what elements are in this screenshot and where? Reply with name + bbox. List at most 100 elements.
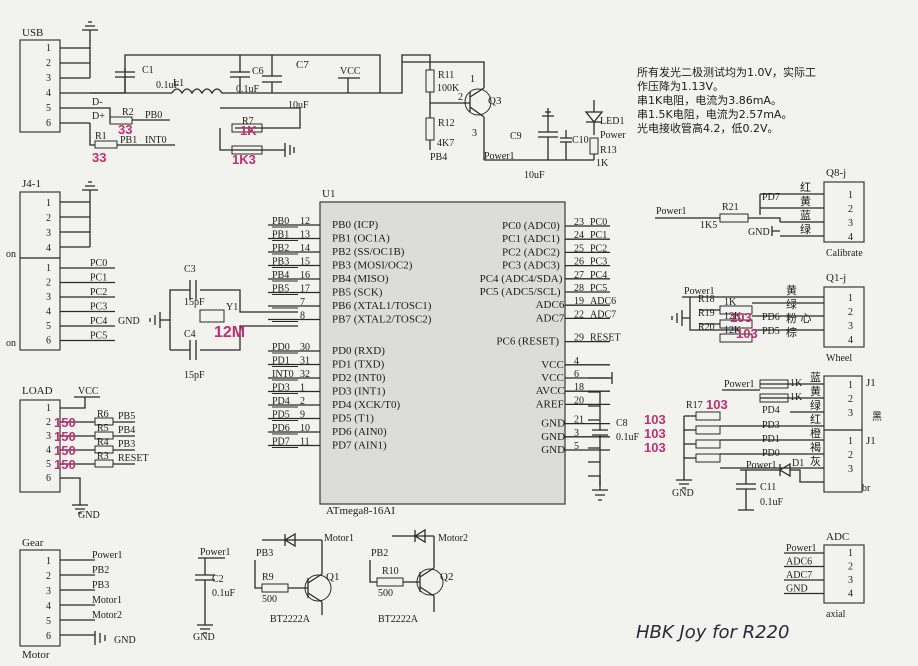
r19-net: PD6 [762, 312, 780, 323]
r11-r12-wire [429, 92, 470, 118]
gear-signal-name: GND [114, 635, 136, 646]
load-resistor-ref: R6 [97, 409, 109, 420]
adc-body [823, 544, 865, 604]
mcu-left-pin-net: PB1 [272, 230, 289, 241]
mcu-right-pin-num: 23 [574, 217, 584, 228]
mcu-right-pin-net: PC1 [590, 230, 607, 241]
r7-annotation-b: 1K3 [232, 152, 256, 167]
y1-ref: Y1 [226, 302, 238, 313]
c6-ref: C6 [252, 66, 264, 77]
c2-symbol [195, 557, 225, 634]
r7b-body [231, 145, 263, 155]
c9-value: 10uF [524, 170, 545, 181]
j4-title: J4-1 [22, 178, 41, 190]
load-gnd: GND [78, 510, 100, 521]
gear-footer: Motor [22, 649, 50, 661]
usb-pin-3: 3 [46, 73, 51, 84]
c11-symbol [736, 470, 756, 511]
mcu-left-pin-name: PD0 (RXD) [332, 345, 385, 357]
mcu-right-pin-name: PC6 (RESET) [496, 336, 559, 348]
c11-ref: C11 [760, 482, 776, 493]
usb-pin-4: 4 [46, 88, 51, 99]
mcu-right-pin-net: PC2 [590, 243, 607, 254]
d1-ref: D1 [792, 458, 804, 469]
j4-signal-name: PC4 [90, 316, 107, 327]
r12-net: PB4 [430, 152, 447, 163]
q8-gnd-sym [771, 226, 780, 236]
led1-label: Power [600, 130, 626, 141]
mcu-left-pin-net: PB2 [272, 243, 289, 254]
mcu-left-pin-num: 31 [300, 356, 310, 367]
j1-wire-color: 橙 [810, 426, 821, 440]
q1j-pin-number: 1 [848, 293, 853, 304]
c7-value: 10uF [288, 100, 309, 111]
q2-part: BT2222A [378, 614, 419, 625]
r12-body [425, 117, 435, 141]
mcu-right-pin-name: VCC [541, 372, 564, 384]
y1-annotation: 12M [214, 324, 245, 341]
j1-res-1 [695, 411, 721, 421]
c10-symbol [560, 130, 572, 160]
r11-ref: R11 [438, 70, 454, 81]
load-resistor-ref: R4 [97, 437, 109, 448]
mcu-right-pin-num: 4 [574, 356, 579, 367]
q8-wire-color: 红 [800, 181, 811, 194]
mcu-body [319, 201, 566, 505]
mcu-right-pin-name: AVCC [536, 385, 565, 397]
usb-body [19, 39, 61, 133]
mcu-left-pin-net: PD4 [272, 396, 290, 407]
mcu-left-pin-name: PB6 (XTAL1/TOSC1) [332, 300, 432, 312]
gear-signal-name: PB2 [92, 565, 109, 576]
mcu-right-pin-num: 21 [574, 415, 584, 426]
c10-ref: C10 [572, 135, 589, 146]
mcu-right-pin-name: GND [541, 418, 565, 430]
load-annotation: 150 [54, 429, 76, 444]
c9-symbol [538, 116, 558, 160]
q1-diode [262, 532, 322, 548]
q8-pd7: PD7 [762, 192, 780, 203]
usb-pin-5: 5 [46, 103, 51, 114]
r17-annotation: 103 [706, 397, 728, 412]
mcu-left-pin-num: 2 [300, 396, 305, 407]
note-line-3: 串1K电阻，电流为3.86mA。 [637, 93, 782, 107]
adc-title: ADC [826, 531, 849, 543]
mcu-left-pin-num: 30 [300, 342, 310, 353]
gear-pin-number: 6 [46, 631, 51, 642]
q8-wire-color: 蓝 [800, 209, 811, 222]
mcu-right-pin-net: PC0 [590, 217, 607, 228]
j1-wire-color: 红 [810, 413, 821, 426]
adc-pin-number: 3 [848, 575, 853, 586]
q3-body [464, 88, 492, 116]
mcu-right-pin-name: PC1 (ADC1) [502, 233, 560, 245]
mcu-right-pin-num: 27 [574, 270, 584, 281]
r21-body [719, 213, 749, 223]
load-wires [60, 396, 100, 514]
mcu-right-pin-num: 25 [574, 243, 584, 254]
q1j-power1: Power1 [684, 286, 715, 297]
adc-signal-name: ADC6 [786, 557, 812, 568]
mcu-right-pin-num: 26 [574, 257, 584, 268]
r19-ref: R19 [698, 308, 715, 319]
gnd-tie [588, 447, 608, 501]
q1j-ground [671, 310, 690, 326]
mcu-left-pin-name: PB5 (SCK) [332, 287, 383, 299]
mcu-left-pin-name: PB2 (SS/OC1B) [332, 246, 405, 258]
q1-motor: Motor1 [324, 533, 354, 544]
note-line-1: 所有发光二极测试均为1.0V，实际工 [637, 65, 816, 79]
j4-pin-number: 2 [46, 278, 51, 289]
j1-gnd: GND [672, 488, 694, 499]
q1j-pin-number: 3 [848, 321, 853, 332]
q2-ref: Q2 [440, 571, 453, 583]
mcu-left-pin-net: PD1 [272, 356, 290, 367]
mcu-right-pin-name: PC3 (ADC3) [502, 260, 560, 272]
motor-drivers: Power1 C2 0.1uF GND PB3 R9 500 Q1 BT2222… [193, 528, 468, 643]
vcc-pin-wire [588, 372, 613, 384]
y1-body [199, 309, 225, 323]
